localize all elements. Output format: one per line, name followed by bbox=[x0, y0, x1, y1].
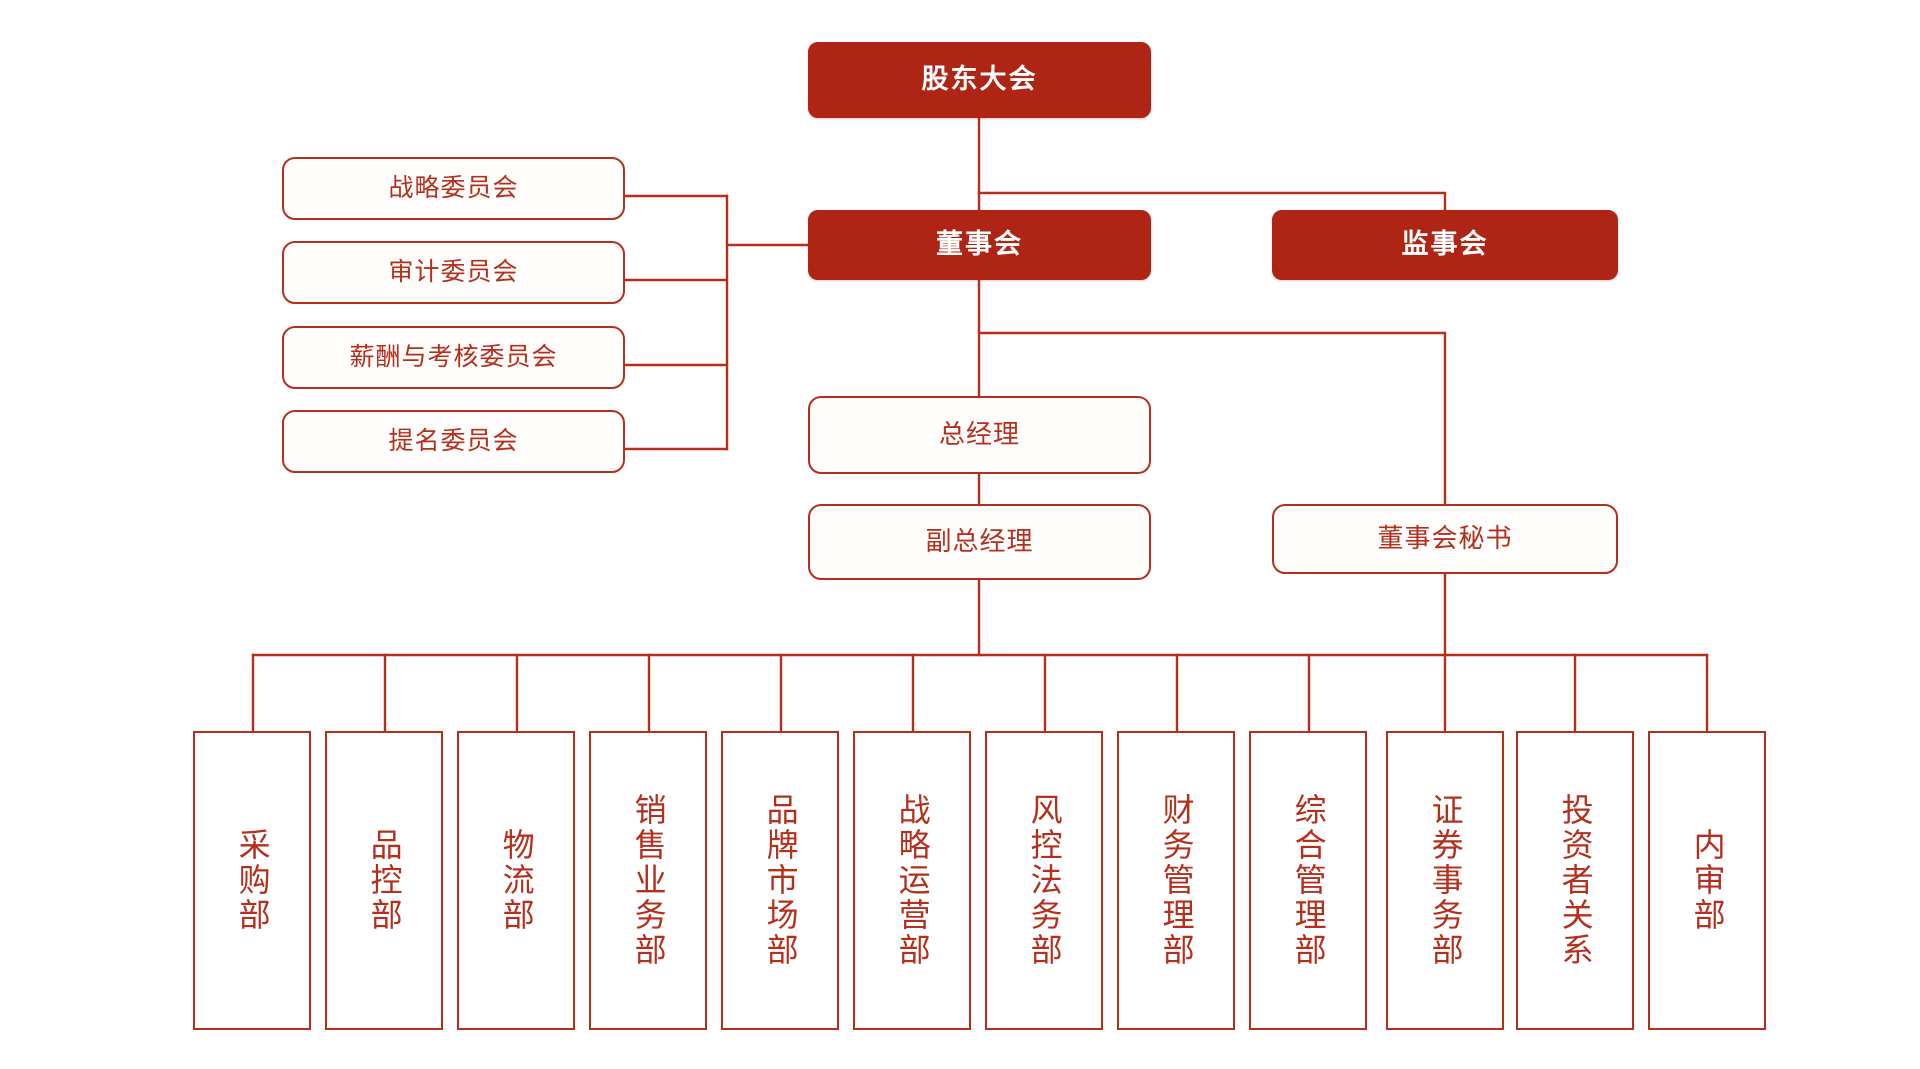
node-dept-investor-relations[interactable]: 投资者关系 bbox=[1516, 731, 1634, 1030]
node-committee-strategy-label: 战略委员会 bbox=[388, 174, 519, 203]
node-committee-strategy[interactable]: 战略委员会 bbox=[282, 157, 625, 220]
node-dept-sales-business-label: 销售业务部 bbox=[630, 793, 667, 968]
node-committee-remuneration-appraisal[interactable]: 薪酬与考核委员会 bbox=[282, 326, 625, 389]
node-dept-strategy-operations[interactable]: 战略运营部 bbox=[853, 731, 971, 1030]
node-dept-quality-control[interactable]: 品控部 bbox=[325, 731, 443, 1030]
node-dept-strategy-operations-label: 战略运营部 bbox=[894, 793, 931, 968]
node-dept-internal-audit-label: 内审部 bbox=[1689, 828, 1726, 933]
node-dept-securities-affairs[interactable]: 证券事务部 bbox=[1386, 731, 1504, 1030]
node-committee-remuneration-appraisal-label: 薪酬与考核委员会 bbox=[349, 343, 558, 372]
node-dept-finance-management-label: 财务管理部 bbox=[1158, 793, 1195, 968]
node-dept-securities-affairs-label: 证券事务部 bbox=[1427, 793, 1464, 968]
node-shareholders-meeting-label: 股东大会 bbox=[921, 64, 1038, 95]
node-dept-risk-legal[interactable]: 风控法务部 bbox=[985, 731, 1103, 1030]
node-committee-nomination[interactable]: 提名委员会 bbox=[282, 410, 625, 473]
node-dept-brand-marketing[interactable]: 品牌市场部 bbox=[721, 731, 839, 1030]
node-shareholders-meeting[interactable]: 股东大会 bbox=[808, 42, 1151, 118]
node-board-of-supervisors[interactable]: 监事会 bbox=[1272, 210, 1618, 280]
node-dept-sales-business[interactable]: 销售业务部 bbox=[589, 731, 707, 1030]
node-board-secretary-label: 董事会秘书 bbox=[1377, 523, 1513, 554]
node-dept-procurement-label: 采购部 bbox=[234, 828, 271, 933]
node-dept-quality-control-label: 品控部 bbox=[366, 828, 403, 933]
node-board-secretary[interactable]: 董事会秘书 bbox=[1272, 504, 1618, 574]
node-dept-internal-audit[interactable]: 内审部 bbox=[1648, 731, 1766, 1030]
node-dept-general-administration-label: 综合管理部 bbox=[1290, 793, 1327, 968]
node-deputy-general-manager-label: 副总经理 bbox=[925, 526, 1034, 557]
node-dept-general-administration[interactable]: 综合管理部 bbox=[1249, 731, 1367, 1030]
node-committee-nomination-label: 提名委员会 bbox=[388, 427, 519, 456]
node-dept-finance-management[interactable]: 财务管理部 bbox=[1117, 731, 1235, 1030]
node-dept-investor-relations-label: 投资者关系 bbox=[1557, 793, 1594, 968]
node-dept-brand-marketing-label: 品牌市场部 bbox=[762, 793, 799, 968]
node-dept-risk-legal-label: 风控法务部 bbox=[1026, 793, 1063, 968]
node-board-of-supervisors-label: 监事会 bbox=[1401, 229, 1489, 260]
node-dept-logistics[interactable]: 物流部 bbox=[457, 731, 575, 1030]
node-dept-logistics-label: 物流部 bbox=[498, 828, 535, 933]
node-general-manager-label: 总经理 bbox=[938, 419, 1020, 450]
node-deputy-general-manager[interactable]: 副总经理 bbox=[808, 504, 1151, 580]
node-general-manager[interactable]: 总经理 bbox=[808, 396, 1151, 474]
node-committee-audit[interactable]: 审计委员会 bbox=[282, 241, 625, 304]
node-board-of-directors-label: 董事会 bbox=[936, 229, 1023, 260]
node-board-of-directors[interactable]: 董事会 bbox=[808, 210, 1151, 280]
node-dept-procurement[interactable]: 采购部 bbox=[193, 731, 311, 1030]
node-committee-audit-label: 审计委员会 bbox=[388, 258, 519, 287]
